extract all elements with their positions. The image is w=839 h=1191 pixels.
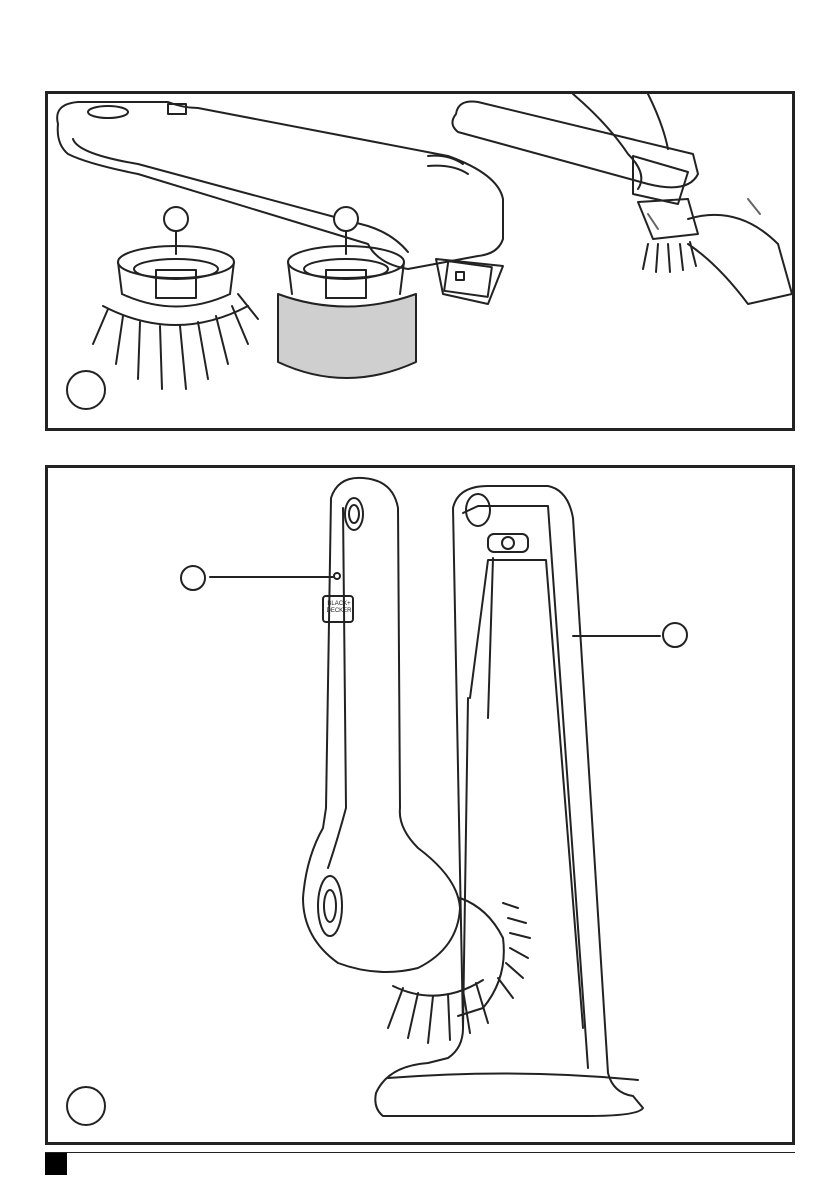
brand-logo-line1: BLACK+	[325, 601, 353, 608]
figure-a-label	[66, 370, 106, 410]
footer-rule	[45, 1152, 795, 1153]
scrubber-handle-illustration	[57, 102, 503, 304]
callout-brush-head	[163, 206, 189, 232]
brush-head-illustration	[93, 246, 258, 389]
callout-charging-stand	[662, 622, 688, 648]
charging-stand-illustration	[375, 486, 643, 1116]
black-square-marker-icon	[45, 1153, 67, 1175]
figure-b-label	[66, 1086, 106, 1126]
scrubber-in-stand-illustration	[303, 478, 530, 1043]
figure-b-illustration	[48, 468, 792, 1142]
brand-logo: BLACK+ DECKER	[325, 601, 353, 615]
figure-b-panel: BLACK+ DECKER	[45, 465, 795, 1145]
figure-a-illustration	[48, 94, 792, 428]
figure-a-panel	[45, 91, 795, 431]
callout-charge-indicator	[180, 565, 206, 591]
brand-logo-line2: DECKER	[325, 608, 353, 615]
callout-sponge-head	[333, 206, 359, 232]
